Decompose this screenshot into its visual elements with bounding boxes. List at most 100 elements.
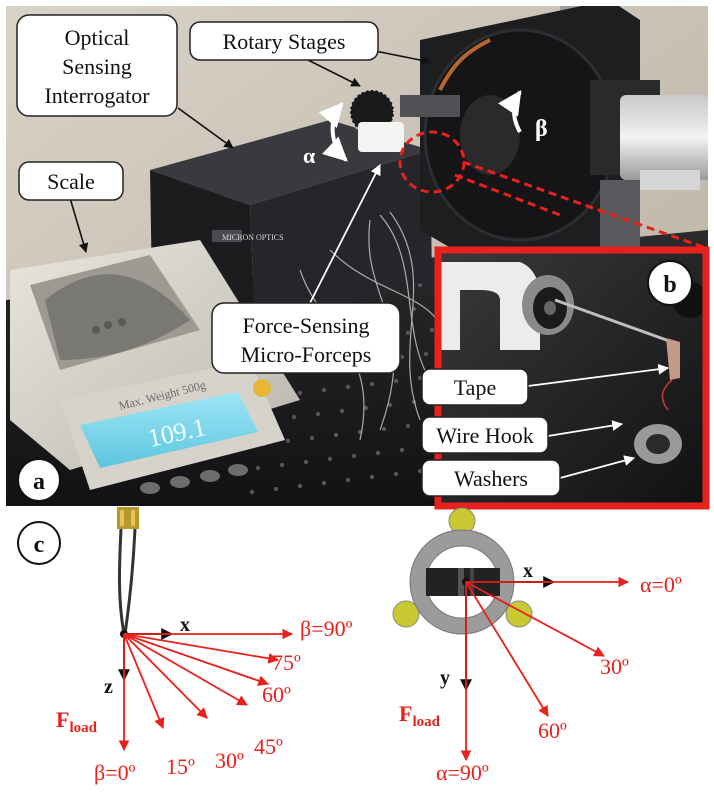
forceps-pointer [309,164,381,304]
left-angle-vectors: β=0º 15º 30º 45º 60º 75º β=90º [94,616,353,785]
table-hole [345,384,351,390]
table-hole [327,456,333,462]
alpha-vector-2 [465,581,549,717]
zoom-line-2 [462,160,707,250]
zoom-line-1 [454,173,561,217]
right-y-label: y [440,667,450,689]
svg-text:Washers: Washers [454,466,528,491]
table-hole [321,480,327,486]
table-hole [417,375,423,381]
alpha-rotation-arrow [318,102,348,162]
table-hole [285,438,291,444]
table-hole [393,471,399,477]
beta-angle-label-0: β=0º [94,760,136,785]
panel-label-b: b [663,272,676,298]
alpha-angle-label-0: α=0º [640,572,682,597]
svg-text:Wire Hook: Wire Hook [436,423,533,448]
svg-text:Interrogator: Interrogator [44,83,150,108]
panel-label-b-circle [647,260,693,306]
beta-angle-label-2: 30º [215,748,244,773]
left-x-label: x [180,614,190,636]
table-hole [429,327,435,333]
callout-tape: Tape [421,368,529,406]
rotary-stage [349,6,640,265]
svg-text:Micro-Forceps: Micro-Forceps [241,342,372,367]
panel-label-c: c [34,532,45,558]
alpha-angle-label-3: α=90º [436,760,489,785]
alpha-angle-label-1: 30º [600,654,629,679]
left-z-label: z [104,676,113,698]
table-hole [303,459,309,465]
beta-vector-2 [123,633,208,719]
inset-photo-content [438,262,708,464]
left-force-label: Fload [56,707,98,736]
inset-pointers [527,363,670,479]
beta-rotation-arrow [498,90,522,133]
table-hole [393,378,399,384]
svg-text:Tape: Tape [454,375,496,400]
callout-rotary-stages: Rotary Stages [189,21,379,61]
weighing-scale: Max. Weight 500g 109.1 [10,240,300,494]
beta-vector-3 [123,633,248,706]
table-hole [339,408,345,414]
washer-top-view [392,507,533,635]
beta-angle-label-3: 45º [254,734,283,759]
svg-text:Rotary Stages: Rotary Stages [223,29,346,54]
svg-text:Optical: Optical [65,25,130,50]
table-hole [417,282,423,288]
callout-washers: Washers [421,459,561,497]
table-hole [375,450,381,456]
table-hole [369,381,375,387]
table-hole [321,387,327,393]
callout-interrogator: Optical Sensing Interrogator [16,14,178,117]
beta-angle-label-5: 75º [272,650,301,675]
beta-symbol: β [535,116,548,142]
table-hole [279,462,285,468]
table-hole [315,411,321,417]
inset-panel-b: Tape Wire Hook Washers b [421,246,710,510]
right-x-label: x [523,560,533,582]
diagram-panel-c: c x z Fload β=0º 15º 30º 45º 60º 75º β=90º [17,507,682,785]
callout-scale: Scale [18,161,124,201]
callout-forceps: Force-Sensing Micro-Forceps [211,302,401,374]
table-hole [297,390,303,396]
table-hole [387,402,393,408]
table-hole [417,468,423,474]
table-hole [345,477,351,483]
svg-text:Sensing: Sensing [62,54,132,79]
panel-label-a-circle [17,458,61,502]
alpha-vector-1 [465,581,605,657]
table-hole [363,405,369,411]
beta-angle-label-1: 15º [166,754,195,779]
table-hole [369,474,375,480]
beta-angle-label-6: β=90º [300,616,353,641]
table-hole [249,489,255,495]
panel-label-c-circle [17,521,61,565]
beta-vector-4 [123,633,270,686]
panel-label-a: a [33,469,45,495]
table-hole [273,486,279,492]
table-hole [405,423,411,429]
beta-vector-5 [123,633,280,664]
table-hole [351,453,357,459]
forceps-side-view [117,507,139,638]
table-hole [381,426,387,432]
svg-text:Scale: Scale [47,169,95,194]
table-hole [291,414,297,420]
table-hole [333,432,339,438]
callout-wire-hook: Wire Hook [421,416,549,454]
micron-logo: MICRON OPTICS [222,233,284,242]
svg-text:Force-Sensing: Force-Sensing [242,313,369,338]
table-hole [405,330,411,336]
beta-vector-1 [123,633,165,729]
beta-angle-label-4: 60º [262,682,291,707]
alpha-symbol: α [303,143,316,168]
table-hole [297,483,303,489]
table-hole [255,465,261,471]
table-hole [399,354,405,360]
table-hole [399,447,405,453]
right-force-label: Fload [399,701,441,730]
alpha-angle-label-2: 60º [538,718,567,743]
